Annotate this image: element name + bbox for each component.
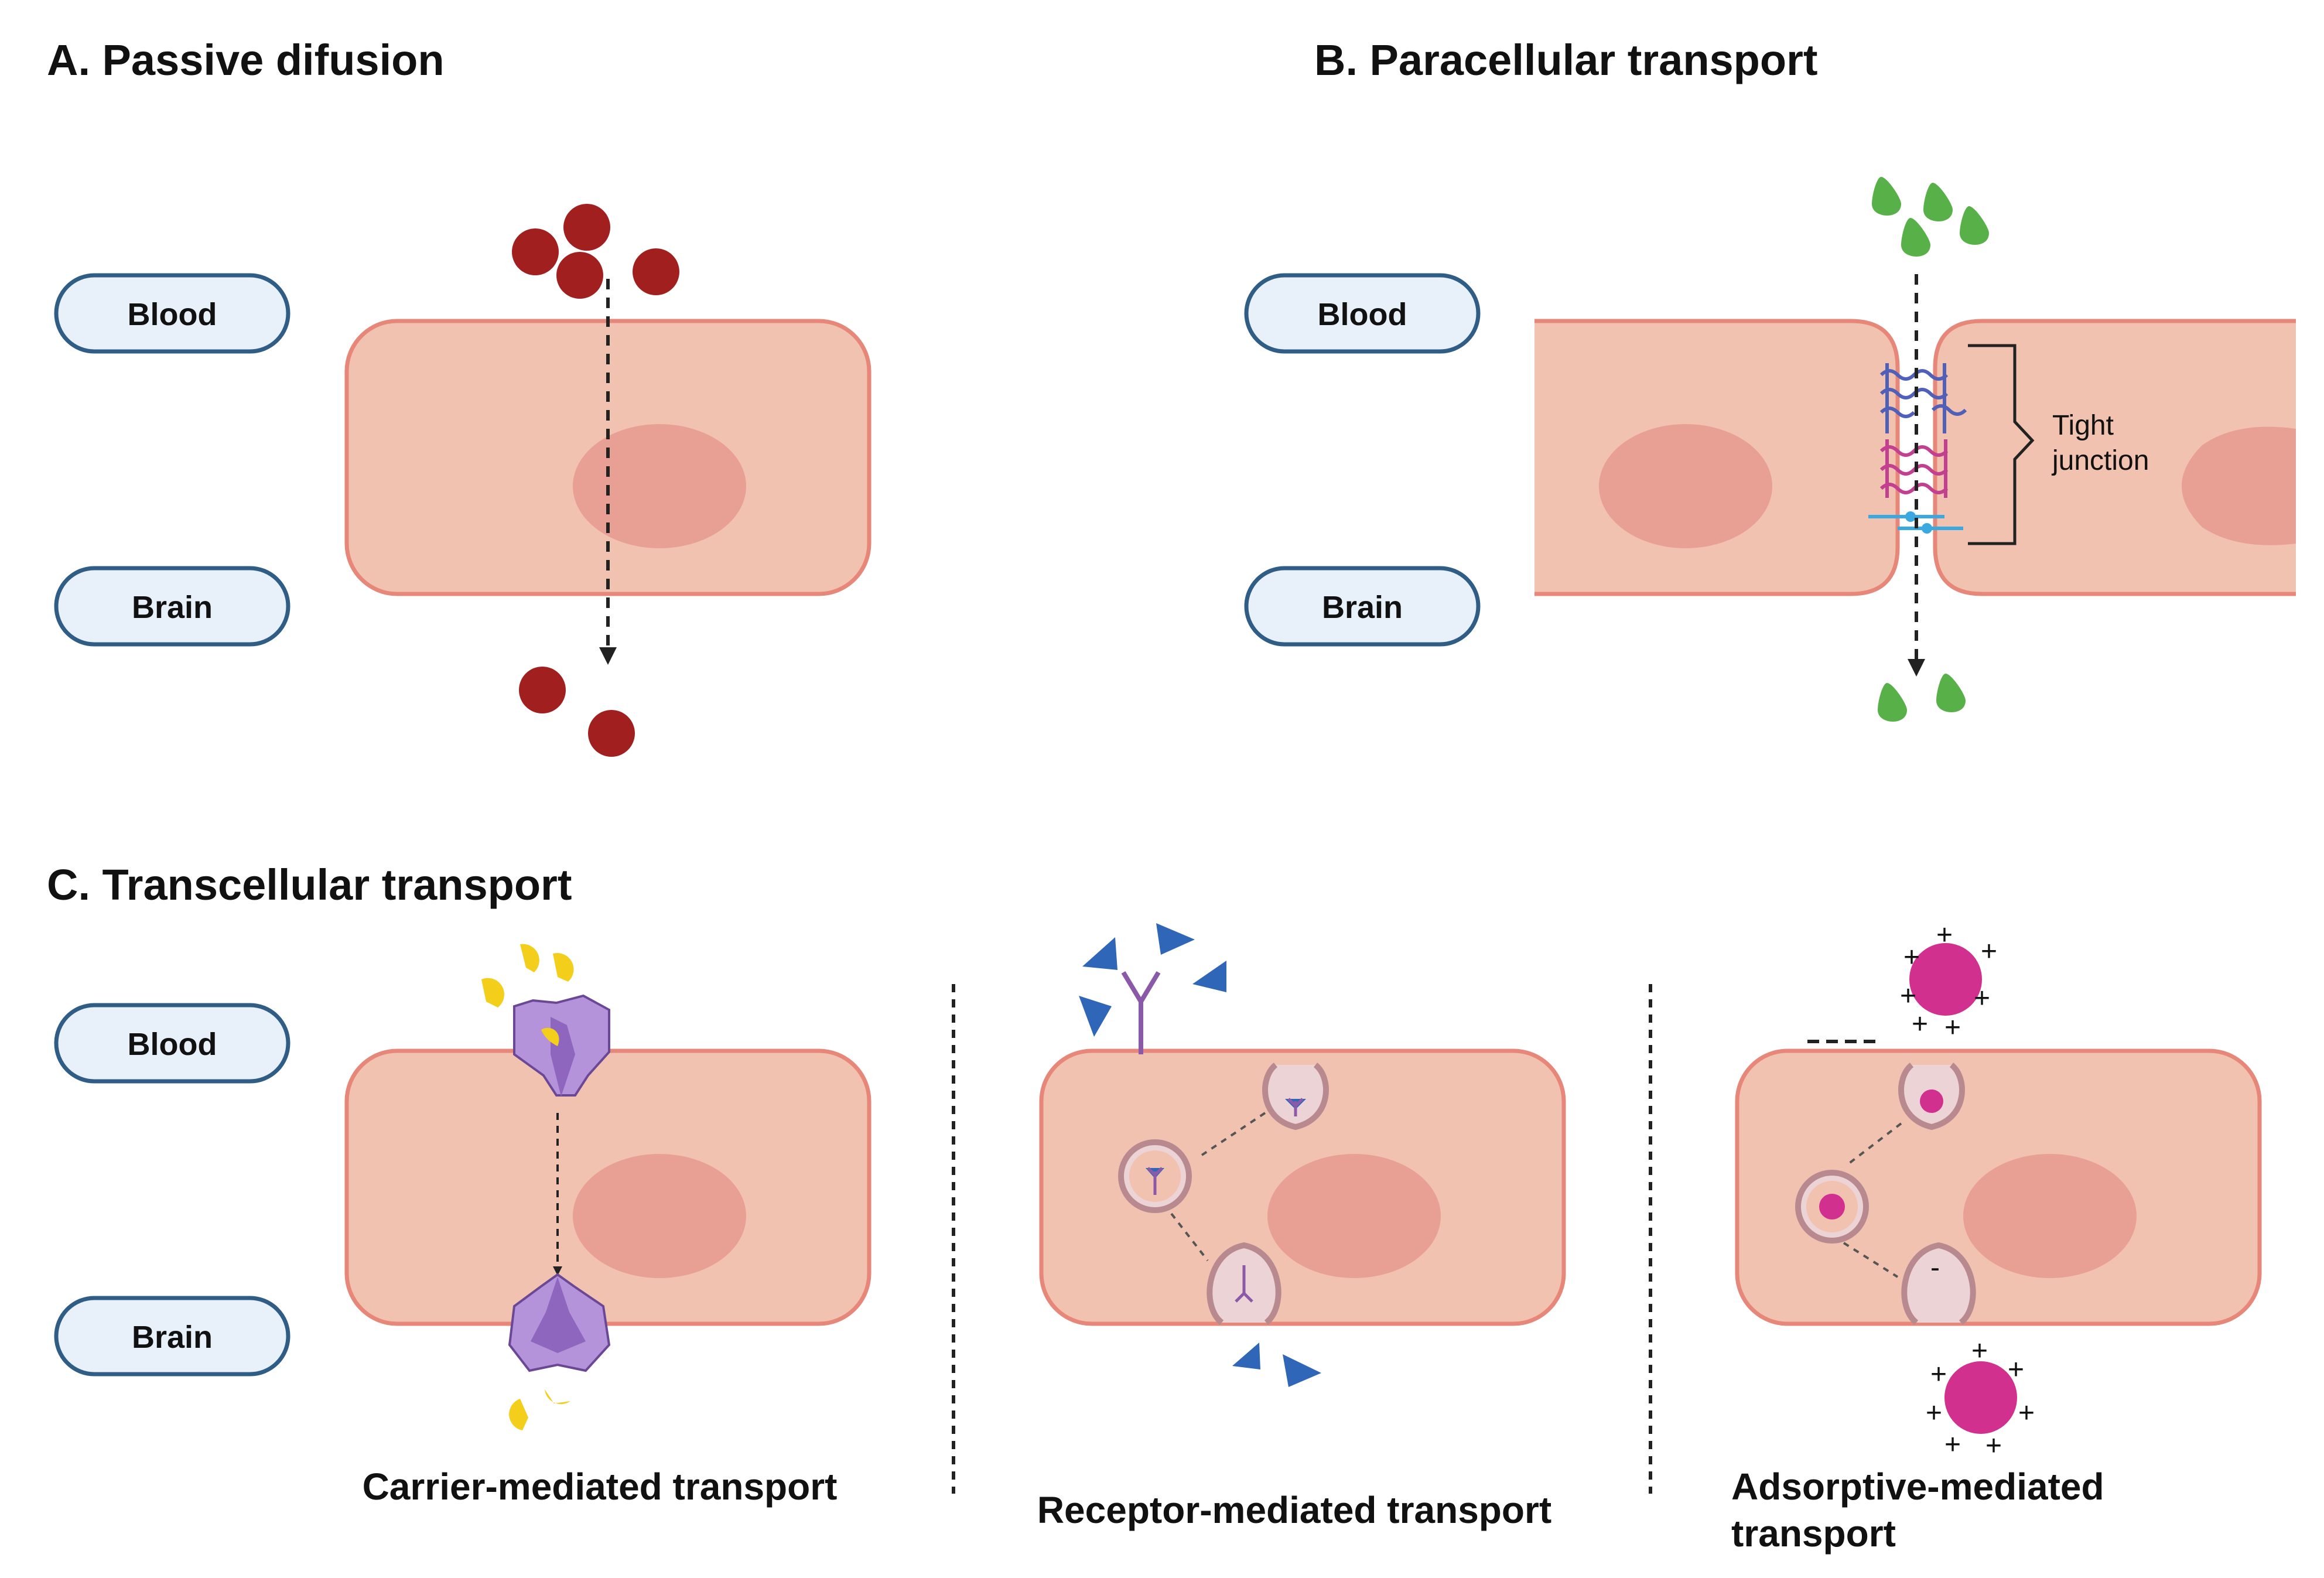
panel-b: B. Paracellular transport Blood Brain (1244, 36, 2296, 722)
adsorptive-mediated-label-line1: Adsorptive-mediated (1731, 1466, 2104, 1508)
nucleus (1267, 1154, 1441, 1278)
triangle-icon (1232, 1343, 1260, 1369)
charged-sphere-icon: + + + + + + + (1926, 1336, 2035, 1461)
positive-sign: + (1926, 1398, 1942, 1429)
brain-label: Brain (132, 1320, 213, 1355)
brain-pill-b: Brain (1244, 566, 1481, 647)
brain-label: Brain (132, 590, 213, 625)
dashed-path (1170, 1212, 1209, 1262)
circle-icon (563, 204, 610, 251)
brain-label: Brain (1322, 590, 1403, 625)
droplet-icon (1878, 683, 1907, 722)
vesicle-icon (1795, 1170, 1869, 1244)
adsorptive-mediated-section: + + + + + + + - (1731, 920, 2262, 1555)
adsorptive-mediated-label-line2: transport (1731, 1512, 1896, 1555)
half-moon-icon (545, 1389, 570, 1405)
droplet-icon (1960, 206, 1989, 245)
vesicle-icon (1898, 1063, 1965, 1130)
positive-sign: + (1944, 1012, 1961, 1043)
positive-sign: + (1985, 1430, 2002, 1461)
half-moon-icon (481, 978, 505, 1007)
positive-sign: + (1974, 983, 1990, 1014)
carrier-mediated-section: Carrier-mediated transport (344, 944, 872, 1508)
droplet-icon (1901, 218, 1930, 257)
droplet-icon (1936, 674, 1966, 712)
brain-pill-c: Brain (54, 1296, 290, 1377)
blood-label: Blood (1318, 297, 1407, 332)
circle-icon (588, 710, 635, 757)
panel-c-heading: C. Transcellular transport (47, 860, 572, 909)
positive-sign: + (2008, 1354, 2024, 1385)
panel-a: A. Passive difusion Blood Brain (47, 36, 872, 757)
triangle-icon (1156, 923, 1195, 955)
tight-junction-label-line2: junction (2051, 445, 2149, 476)
nucleus (573, 424, 746, 548)
curly-bracket-icon (1968, 344, 2035, 545)
triangle-icon (1283, 1354, 1321, 1387)
yellow-ligands-brain (509, 1389, 570, 1430)
blood-pill-c: Blood (54, 1003, 290, 1084)
positive-sign: + (1971, 1336, 1988, 1367)
panel-b-heading: B. Paracellular transport (1314, 36, 1818, 84)
green-molecules-brain (1878, 674, 1966, 722)
y-receptor-icon (1121, 971, 1161, 1054)
blood-label: Blood (128, 297, 217, 332)
positive-sign: + (1944, 1429, 1961, 1460)
blood-pill-a: Blood (54, 273, 290, 354)
half-moon-icon (553, 952, 574, 982)
circle-icon (556, 252, 603, 299)
triangle-icon (1079, 996, 1112, 1037)
positive-sign: + (1900, 981, 1916, 1012)
yellow-ligands-blood (481, 944, 574, 1007)
triangle-icon (1192, 961, 1226, 992)
receptor-mediated-label: Receptor-mediated transport (1037, 1489, 1551, 1531)
blue-ligands-brain (1232, 1343, 1321, 1387)
nucleus (1599, 424, 1772, 548)
brain-pill-a: Brain (54, 566, 290, 647)
blue-ligands-blood (1079, 923, 1226, 1037)
half-moon-icon (509, 1399, 528, 1430)
panel-c: C. Transcellular transport Blood Brain (47, 860, 2262, 1555)
endothelial-cell-right (1933, 319, 2296, 596)
negative-sign: - (1930, 1252, 1940, 1283)
vesicle-icon: - (1901, 1242, 1976, 1325)
circle-icon (633, 248, 679, 295)
transporter-icon (513, 994, 610, 1097)
green-molecules-blood (1872, 177, 1989, 257)
positive-sign: + (1936, 920, 1953, 951)
circle-icon (512, 228, 559, 275)
nucleus (2182, 426, 2296, 545)
red-molecules-blood (512, 204, 679, 299)
tight-junction-label-line1: Tight (2052, 410, 2114, 441)
charged-sphere-icon: + + + + + + + (1900, 920, 1997, 1043)
tight-junction-proteins (1868, 363, 1967, 534)
panel-a-heading: A. Passive difusion (47, 36, 445, 84)
vesicle-icon (1207, 1242, 1281, 1325)
transporter-icon (508, 1273, 611, 1372)
vesicle-icon (1118, 1139, 1192, 1213)
nucleus (1963, 1154, 2137, 1278)
droplet-icon (1923, 183, 1953, 221)
half-moon-icon (520, 944, 539, 972)
blood-pill-b: Blood (1244, 273, 1481, 354)
positive-sign: + (1981, 936, 1997, 967)
receptor-mediated-section: Receptor-mediated transport (1037, 923, 1566, 1531)
red-molecules-brain (519, 667, 635, 757)
dashed-path (1201, 1112, 1266, 1156)
positive-sign: + (1903, 942, 1920, 973)
positive-sign: + (1930, 1359, 1947, 1390)
circle-icon (519, 667, 566, 713)
nucleus (573, 1154, 746, 1278)
triangle-icon (1082, 937, 1117, 970)
vesicle-icon (1262, 1063, 1329, 1130)
carrier-mediated-label: Carrier-mediated transport (363, 1466, 838, 1508)
droplet-icon (1872, 177, 1901, 216)
blood-label: Blood (128, 1027, 217, 1062)
positive-sign: + (1912, 1009, 1928, 1040)
endothelial-cell-left (1534, 319, 1900, 596)
positive-sign: + (2018, 1398, 2035, 1429)
